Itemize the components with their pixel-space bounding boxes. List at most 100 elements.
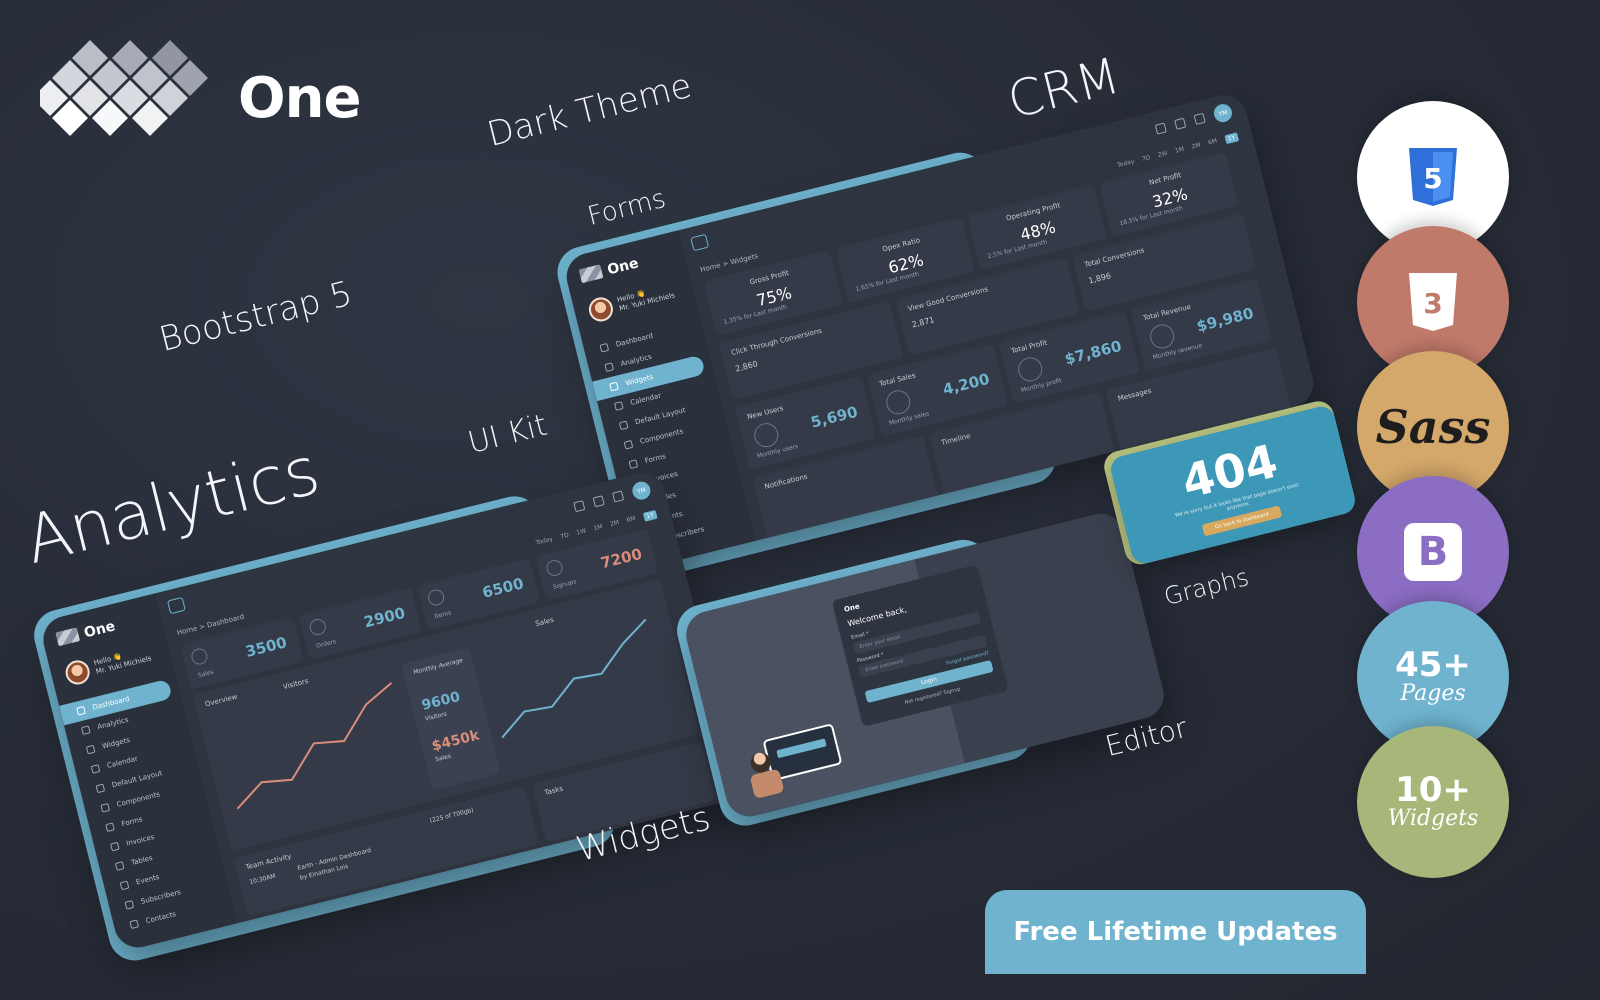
stat-sub: 18.5% for Last month — [1118, 204, 1184, 228]
components-icon — [623, 439, 634, 450]
range-1m[interactable]: 1M — [592, 523, 604, 533]
sidebar-item-label: Forms — [644, 452, 667, 466]
analytics-icon — [604, 362, 615, 372]
range-7d[interactable]: 7D — [1141, 154, 1152, 163]
avg-sales-value: $450k — [430, 727, 481, 755]
range-2m[interactable]: 2M — [1190, 141, 1202, 151]
label-crm: CRM — [1001, 46, 1126, 130]
widgets-count: 10+ — [1395, 769, 1471, 810]
avatar — [63, 657, 93, 687]
range-1m[interactable]: 1M — [1174, 145, 1185, 155]
conversion-title: View Good Conversions — [907, 285, 989, 314]
range-today[interactable]: Today — [1116, 158, 1136, 170]
one-logo-mark — [40, 40, 208, 136]
widgets-icon — [609, 381, 619, 392]
layout-icon — [618, 420, 629, 431]
visitors-line-chart — [236, 682, 393, 810]
range-6m[interactable]: 6M — [625, 515, 637, 525]
stat-sub: 2.5% for Last month — [986, 238, 1048, 261]
metric-title: Total Profit — [1010, 338, 1049, 356]
analytics-panel: One Hello 👋 Mr. Yuki Michiels Dashboard … — [38, 467, 742, 953]
contacts-icon — [129, 919, 140, 930]
stat-value: 7200 — [598, 544, 644, 573]
stat-title: Signups — [552, 578, 578, 591]
activity-time: 10:30AM — [248, 872, 277, 886]
sidebar-item-label: Tables — [130, 853, 154, 868]
sidebar-item-label: Calendar — [629, 391, 662, 407]
metric-value: 5,690 — [809, 402, 860, 432]
user-avatar[interactable]: YM — [630, 479, 653, 502]
metric-title: Total Revenue — [1142, 302, 1192, 323]
range-6m[interactable]: 6M — [1207, 137, 1218, 147]
invoices-icon — [110, 841, 120, 852]
bag-icon — [308, 617, 328, 637]
range-7d[interactable]: 7D — [559, 531, 570, 541]
crm-user: Hello 👋 Mr. Yuki Michiels — [586, 280, 676, 324]
range-1w[interactable]: 1W — [575, 527, 587, 537]
menu-toggle-icon[interactable] — [166, 596, 186, 615]
alert-icon[interactable] — [1193, 112, 1206, 125]
tables-icon — [114, 861, 125, 871]
metric-title: New Users — [746, 404, 785, 422]
range-today[interactable]: Today — [535, 535, 554, 547]
sidebar-item-label: Events — [135, 872, 161, 887]
avg-visitors-value: 9600 — [420, 688, 462, 714]
laptop-user-illustration-icon — [750, 724, 842, 798]
apps-icon[interactable] — [1154, 122, 1167, 135]
label-graphs: Graphs — [1161, 562, 1252, 611]
sidebar-item-label: Forms — [120, 815, 144, 829]
apps-icon[interactable] — [573, 500, 586, 513]
sidebar-item-label: Widgets — [101, 735, 131, 751]
conversion-title: Click Through Conversions — [730, 326, 823, 358]
bell-icon[interactable] — [1174, 117, 1187, 130]
widgets-badge: 10+ Widgets — [1357, 726, 1509, 878]
dashboard-icon — [76, 705, 86, 716]
range-1y[interactable]: 1Y — [642, 509, 658, 522]
bootstrap-badge: B — [1357, 476, 1509, 628]
tasks-title: Tasks — [543, 784, 564, 797]
range-2m[interactable]: 2M — [609, 519, 620, 529]
conversion-value: 1,896 — [1087, 271, 1112, 286]
crm-brand: One — [579, 255, 640, 285]
analytics-user: Hello 👋 Mr. Yuki Michiels — [63, 643, 153, 687]
user-avatar[interactable]: YM — [1212, 102, 1234, 125]
login-panel-wrap: One Welcome back, Email * Enter your ema… — [671, 508, 1169, 832]
components-icon — [100, 802, 111, 813]
menu-toggle-icon[interactable] — [690, 233, 710, 252]
events-icon — [119, 880, 130, 891]
check-icon — [544, 558, 565, 578]
cube-icon — [426, 587, 446, 608]
range-1y[interactable]: 1Y — [1223, 132, 1240, 145]
stat-title: Items — [433, 609, 452, 621]
chart-icon — [883, 387, 913, 417]
pages-count: 45+ — [1395, 644, 1471, 685]
free-lifetime-updates-button[interactable]: Free Lifetime Updates — [985, 890, 1366, 974]
bell-icon[interactable] — [592, 495, 605, 508]
sidebar-item-label: Calendar — [106, 754, 139, 770]
monthly-average-title: Monthly Average — [412, 657, 464, 677]
stat-sub: 1.35% for Last month — [722, 303, 788, 326]
conversion-value: 2,871 — [910, 315, 936, 330]
stat-title: Net Profit — [1148, 171, 1183, 187]
label-dark-theme: Dark Theme — [483, 65, 696, 155]
dashboard-icon — [599, 342, 610, 353]
svg-text:3: 3 — [1423, 287, 1442, 320]
sidebar-item-label: Invoices — [125, 832, 156, 848]
sass-badge: Sass — [1357, 351, 1509, 503]
visitors-chart-title: Visitors — [282, 677, 310, 692]
range-2w[interactable]: 2W — [1157, 149, 1169, 159]
stat-title: Orders — [315, 638, 337, 650]
metric-title: Total Sales — [878, 371, 917, 389]
sass-logo: Sass — [1375, 400, 1491, 454]
pages-label: Pages — [1400, 680, 1466, 706]
stat-value: 3500 — [243, 633, 289, 661]
alert-icon[interactable] — [612, 490, 625, 503]
metric-value: 4,200 — [940, 369, 992, 399]
stat-title: Sales — [197, 668, 215, 680]
sales-line-chart — [501, 618, 647, 739]
team-activity-title: Team Activity — [244, 852, 293, 872]
wallet-icon — [1015, 354, 1045, 384]
analytics-icon — [80, 725, 91, 736]
widgets-label: Widgets — [1387, 805, 1479, 831]
metric-value: $9,980 — [1194, 304, 1256, 336]
